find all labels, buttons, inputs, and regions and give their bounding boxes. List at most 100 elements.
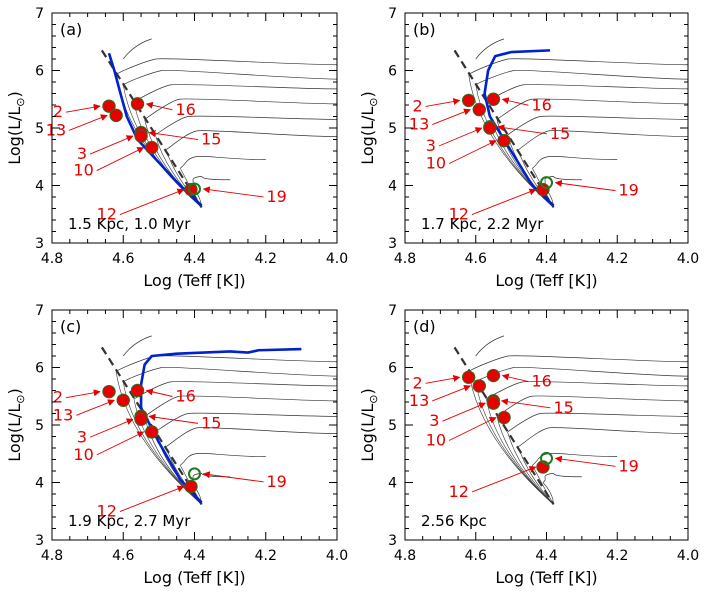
y-tick-label: 6 (35, 361, 44, 377)
star-arrow-10 (448, 140, 497, 165)
star-marker-3 (483, 121, 497, 135)
star-label-19: 19 (267, 187, 287, 206)
star-arrow-2 (65, 389, 101, 399)
star-marker-13 (472, 379, 486, 393)
star-arrow-12 (119, 188, 185, 215)
star-marker-19 (540, 451, 553, 465)
star-label-13: 13 (409, 391, 429, 410)
evolutionary-track (144, 98, 337, 120)
evolutionary-track (123, 69, 337, 86)
axes-frame (51, 309, 338, 541)
star-label-16: 16 (531, 95, 551, 114)
star-marker-12 (536, 182, 550, 197)
star-arrow-19 (554, 179, 616, 192)
star-label-13: 13 (53, 405, 73, 424)
star-arrow-16 (145, 388, 173, 397)
star-label-16: 16 (176, 387, 196, 406)
y-tick-label: 6 (35, 64, 44, 80)
star-label-15: 15 (550, 124, 570, 143)
star-marker-13 (109, 108, 123, 123)
star-arrow-19 (554, 455, 616, 467)
star-arrow-3 (89, 418, 134, 438)
axes-frame (51, 12, 338, 244)
star-label-15: 15 (201, 413, 221, 432)
x-tick-label: 4.4 (535, 548, 557, 564)
star-label-2: 2 (53, 102, 63, 121)
y-tick-label: 3 (35, 236, 44, 252)
star-arrow-2 (425, 98, 461, 107)
star-label-10: 10 (73, 445, 93, 464)
y-tick-label: 5 (35, 418, 44, 434)
panel-annotation: 1.7 Kpc, 2.2 Myr (421, 215, 544, 233)
y-tick-label: 6 (388, 64, 397, 80)
y-tick-label: 3 (388, 236, 397, 252)
x-axis-title: Log (Teff [K]) (495, 568, 597, 587)
star-marker-19 (188, 182, 201, 196)
star-label-10: 10 (426, 154, 446, 173)
evolutionary-track (468, 58, 688, 75)
x-tick-label: 4.6 (112, 548, 134, 564)
star-arrow-19 (202, 471, 264, 483)
star-arrow-15 (148, 413, 199, 424)
star-label-3: 3 (429, 411, 439, 430)
y-axis-title: Log(L/L⊙) (5, 388, 27, 462)
star-label-3: 3 (426, 136, 436, 155)
star-arrow-13 (68, 114, 108, 131)
star-arrow-16 (501, 373, 529, 382)
evolutionary-track (133, 84, 337, 103)
x-tick-label: 4.6 (465, 548, 487, 564)
x-tick-label: 4.2 (255, 251, 277, 267)
star-marker-13 (472, 102, 486, 117)
panel-annotation: 1.9 Kpc, 2.7 Myr (68, 512, 191, 530)
evolutionary-track (475, 69, 688, 86)
evolutionary-track (507, 412, 688, 433)
track-hook (122, 38, 152, 60)
y-tick-label: 6 (388, 361, 397, 377)
star-label-13: 13 (46, 120, 66, 139)
evolutionary-track (180, 155, 266, 169)
evolutionary-track (496, 395, 688, 417)
evolutionary-track (507, 115, 688, 136)
star-arrow-3 (442, 402, 486, 422)
star-label-12: 12 (97, 502, 117, 521)
star-label-15: 15 (553, 398, 573, 417)
star-arrow-13 (432, 108, 471, 126)
star-label-12: 12 (449, 205, 469, 224)
star-label-13: 13 (409, 115, 429, 134)
star-arrow-3 (438, 127, 483, 147)
star-arrow-10 (96, 431, 145, 456)
track-lower-branch (507, 431, 554, 505)
x-tick-label: 4.4 (183, 251, 205, 267)
star-marker-3 (134, 412, 148, 426)
star-marker-3 (134, 129, 148, 143)
x-tick-label: 4.2 (255, 548, 277, 564)
panel-label: (c) (60, 317, 81, 336)
x-tick-label: 4.8 (41, 251, 63, 267)
track-hook (122, 335, 152, 357)
plot-area (453, 335, 688, 505)
isochrone-blue-track (107, 52, 203, 207)
y-axis-title: Log(L/L⊙) (5, 91, 27, 165)
star-label-19: 19 (619, 181, 639, 200)
x-tick-label: 4.4 (183, 548, 205, 564)
star-arrow-12 (471, 466, 537, 493)
x-axis-title: Log (Teff [K]) (143, 568, 245, 587)
star-marker-2 (461, 370, 476, 384)
x-axis-title: Log (Teff [K]) (143, 271, 245, 290)
axes-frame (404, 12, 689, 244)
track-hook (475, 38, 505, 60)
x-tick-label: 4.0 (326, 251, 348, 267)
star-arrow-10 (448, 417, 497, 441)
evolutionary-track (115, 58, 337, 75)
zams-dashed-line (100, 49, 203, 208)
panel-annotation: 2.56 Kpc (421, 512, 487, 530)
star-label-12: 12 (97, 205, 117, 224)
evolutionary-track (542, 176, 582, 186)
x-tick-label: 4.0 (677, 548, 699, 564)
track-lower-branch (144, 416, 202, 505)
evolutionary-track (486, 84, 688, 103)
y-tick-label: 5 (388, 418, 397, 434)
panel-label: (b) (413, 20, 436, 39)
